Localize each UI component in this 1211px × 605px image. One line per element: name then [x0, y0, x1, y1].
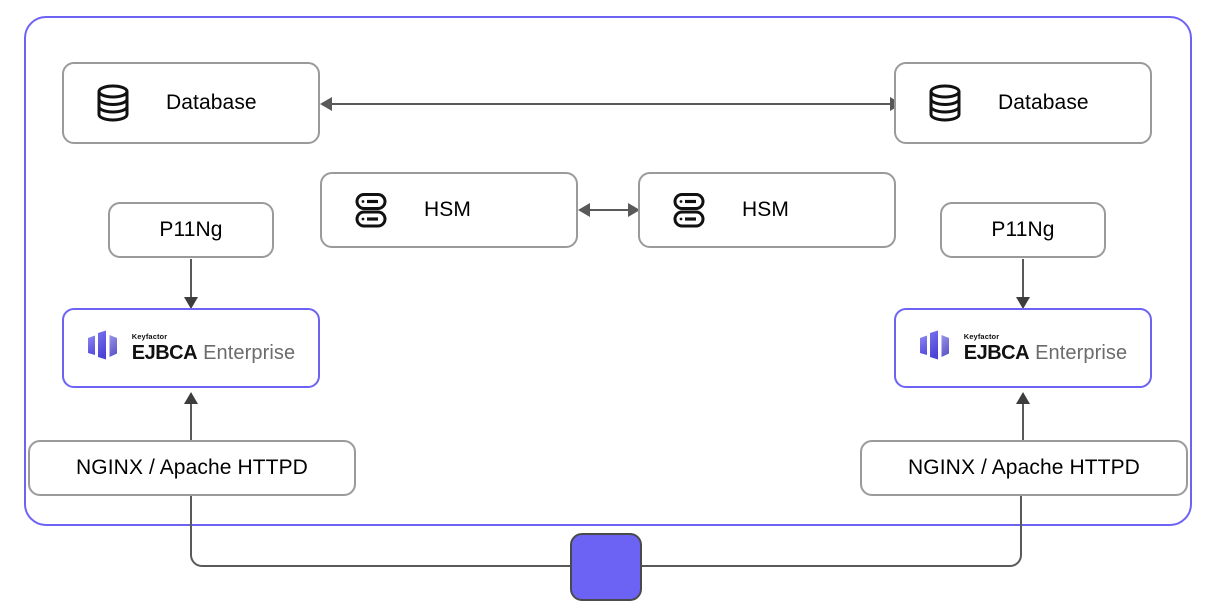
- ejbca-bold-label: EJBCA: [131, 341, 198, 364]
- arrowhead-database-left: [320, 97, 332, 111]
- ejbca-logo-mark-icon: [919, 330, 953, 366]
- connector-database-replication: [330, 103, 890, 105]
- connector-lb-right-horizontal: [640, 565, 1010, 567]
- node-database-right[interactable]: Database: [894, 62, 1152, 144]
- connector-p11ng-ejbca-left: [190, 259, 192, 301]
- ejbca-enterprise-label: Enterprise: [203, 341, 296, 364]
- connector-lb-left-corner: [190, 553, 204, 567]
- arrowhead-p11ng-ejbca-right: [1016, 297, 1030, 309]
- keyfactor-label: Keyfactor: [131, 332, 168, 342]
- connector-webserver-ejbca-left: [190, 402, 192, 440]
- node-p11ng-left[interactable]: P11Ng: [108, 202, 274, 258]
- connector-webserver-ejbca-right: [1022, 402, 1024, 440]
- node-hsm-right-label: HSM: [742, 198, 789, 221]
- arrowhead-webserver-ejbca-left: [184, 392, 198, 404]
- ejbca-logo-mark-icon: [87, 330, 121, 366]
- connector-lb-left-horizontal: [202, 565, 572, 567]
- connector-hsm-sync: [588, 209, 628, 211]
- arrowhead-hsm-left: [578, 203, 590, 217]
- database-icon: [928, 84, 962, 122]
- connector-lb-right-corner: [1008, 553, 1022, 567]
- arrowhead-p11ng-ejbca-left: [184, 297, 198, 309]
- node-p11ng-left-label: P11Ng: [159, 218, 223, 241]
- node-load-balancer[interactable]: [570, 533, 642, 601]
- node-hsm-left-label: HSM: [424, 198, 471, 221]
- hsm-server-icon: [672, 191, 706, 229]
- ejbca-bold-label: EJBCA: [963, 341, 1030, 364]
- node-database-right-label: Database: [998, 91, 1089, 114]
- node-webserver-left-label: NGINX / Apache HTTPD: [76, 456, 308, 479]
- hsm-server-icon: [354, 191, 388, 229]
- node-webserver-right-label: NGINX / Apache HTTPD: [908, 456, 1140, 479]
- keyfactor-label: Keyfactor: [963, 332, 1000, 342]
- connector-lb-left-vertical: [190, 495, 192, 555]
- connector-p11ng-ejbca-right: [1022, 259, 1024, 301]
- database-icon: [96, 84, 130, 122]
- node-hsm-right[interactable]: HSM: [638, 172, 896, 248]
- node-webserver-right[interactable]: NGINX / Apache HTTPD: [860, 440, 1188, 496]
- arrowhead-hsm-right: [628, 203, 640, 217]
- node-p11ng-right-label: P11Ng: [991, 218, 1055, 241]
- node-database-left-label: Database: [166, 91, 257, 114]
- ha-cluster-boundary: [24, 16, 1192, 526]
- connector-lb-right-vertical: [1020, 495, 1022, 555]
- ejbca-enterprise-label: Enterprise: [1035, 341, 1128, 364]
- node-p11ng-right[interactable]: P11Ng: [940, 202, 1106, 258]
- node-database-left[interactable]: Database: [62, 62, 320, 144]
- node-webserver-left[interactable]: NGINX / Apache HTTPD: [28, 440, 356, 496]
- node-hsm-left[interactable]: HSM: [320, 172, 578, 248]
- arrowhead-webserver-ejbca-right: [1016, 392, 1030, 404]
